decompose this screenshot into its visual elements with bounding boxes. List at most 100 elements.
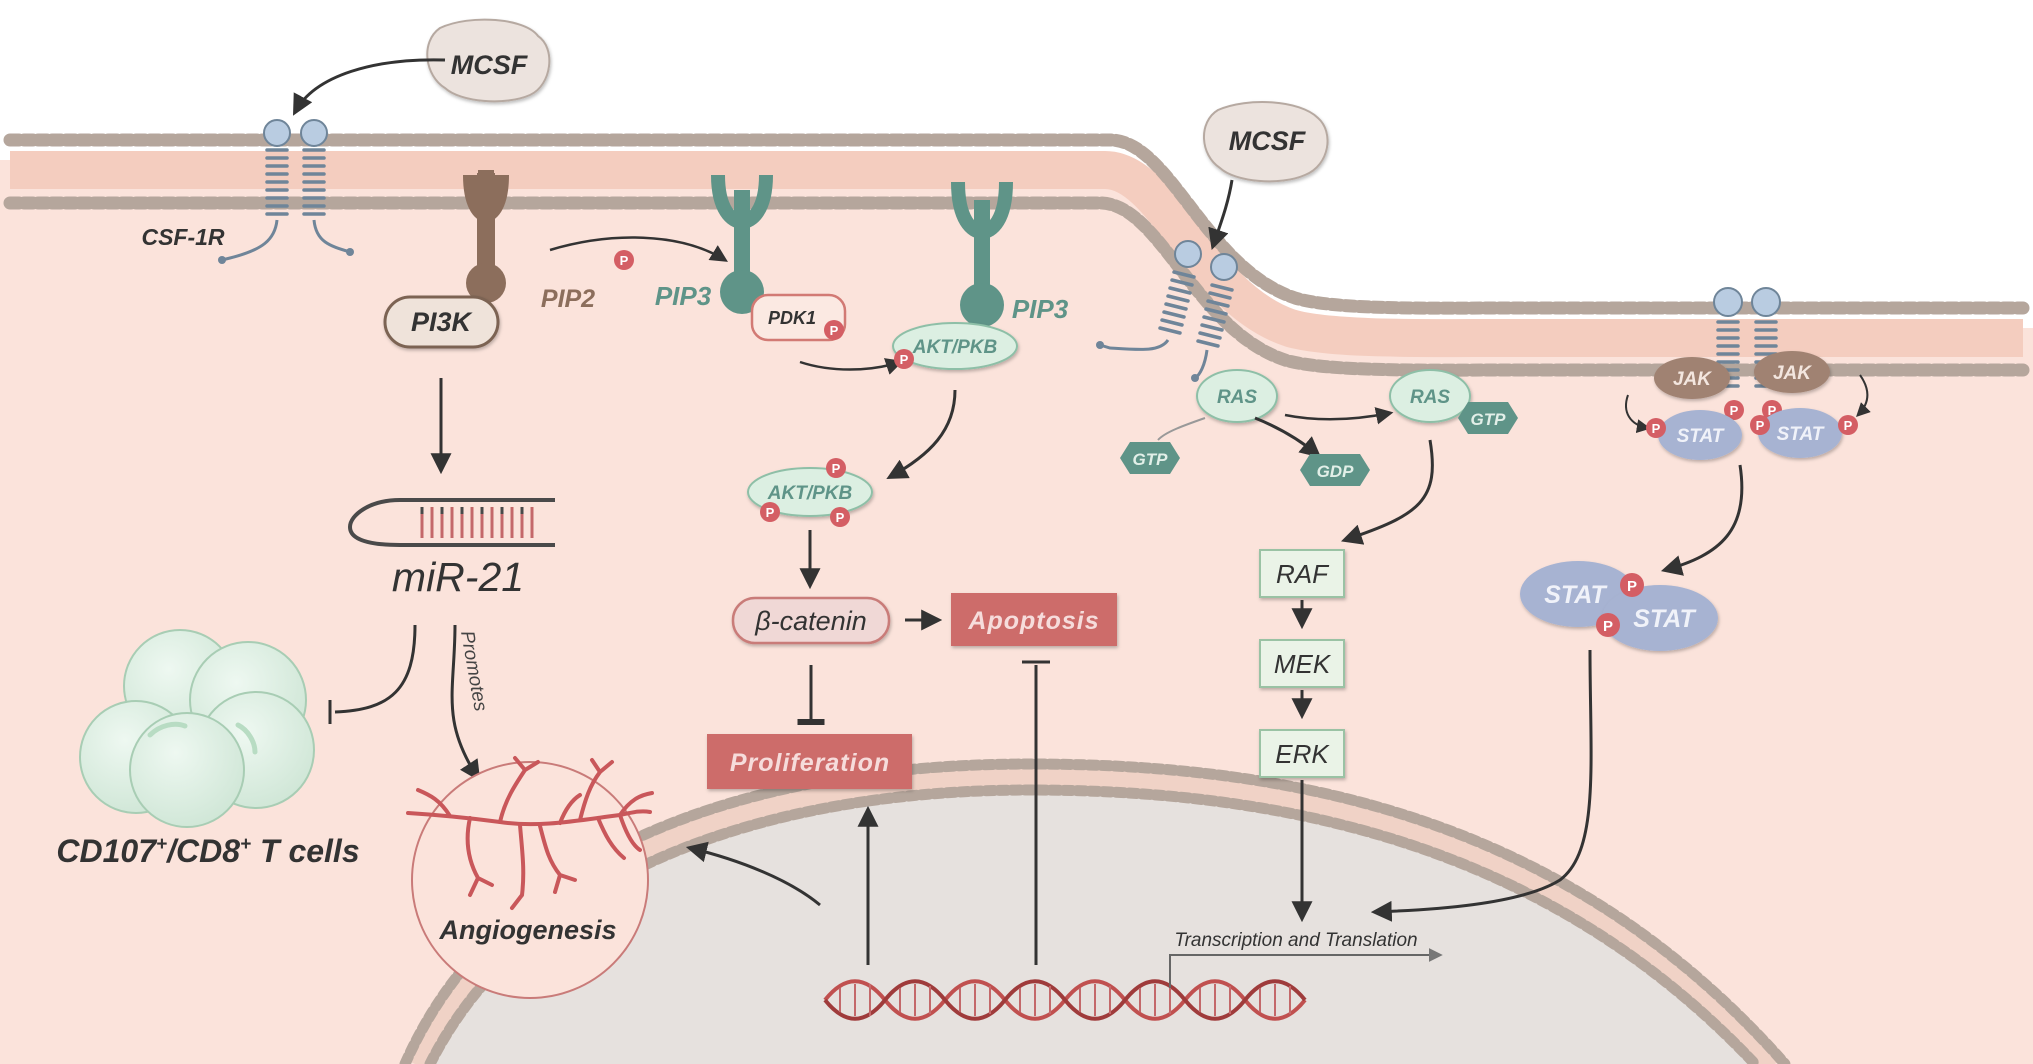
mir21-label: miR-21 (392, 554, 524, 600)
akt-cyto-phospho-2-label: P (766, 505, 775, 520)
t-cells-label-part2: /CD8 (165, 833, 240, 869)
pi3k-label: PI3K (411, 307, 474, 337)
csf1r-receptor-right (1096, 240, 1238, 382)
ras-to-ras-arrow (1284, 407, 1394, 425)
gtp-2-label: GTP (1471, 410, 1507, 429)
stat-node-2 (1758, 408, 1842, 458)
jak-node-2 (1754, 351, 1830, 393)
csf1r-label: CSF-1R (141, 224, 224, 250)
akt-cyto-phospho-1-label: P (832, 461, 841, 476)
phospho-on-arrow-label: P (620, 253, 629, 268)
akt-membrane-phospho (894, 349, 914, 369)
proliferation-box (707, 734, 912, 789)
t-cells-label-part1: CD107 (56, 833, 158, 869)
ras-node-1 (1196, 369, 1278, 423)
jak-receptor-phospho-1 (1724, 400, 1744, 420)
akt-cyto-phospho-3-label: P (836, 510, 845, 525)
stat-dimer-2 (1602, 585, 1718, 651)
pdk1-node (750, 293, 847, 342)
apoptosis-box (951, 593, 1117, 646)
pdk1-to-akt-arrow (799, 358, 904, 375)
akt-to-akt-arrow (886, 389, 957, 480)
raf-box (1259, 549, 1345, 598)
stat-1-label: STAT (1677, 426, 1725, 447)
pip3-receptor-right (951, 181, 1013, 327)
stat-dimer-phospho-1-label: P (1627, 578, 1637, 595)
transcription-arrow (1169, 948, 1443, 988)
ras-gtp-link (1157, 417, 1206, 441)
t-cells-label-sup2: + (240, 834, 251, 855)
gdp-label: GDP (1317, 462, 1355, 481)
akt-cyto-node (747, 467, 873, 517)
ras-node-2 (1389, 369, 1471, 423)
akt-membrane-node (892, 322, 1018, 370)
jak-stat-receptor (1713, 287, 1781, 388)
stat-2-phospho-right-label: P (1844, 418, 1853, 433)
mcsf-binding-arrow-right (1208, 179, 1234, 250)
akt-membrane-phospho-label: P (900, 352, 909, 367)
mcsf-ligand-right (1203, 101, 1329, 183)
jak-to-stat-arrow-1 (1625, 394, 1651, 434)
t-cells-cluster (79, 629, 315, 828)
stat-dimer-1-label: STAT (1544, 581, 1608, 609)
stat-2-label: STAT (1777, 424, 1825, 445)
raf-label: RAF (1276, 559, 1330, 589)
csf1r-receptor (218, 119, 354, 264)
pi3k-node (383, 295, 500, 349)
t-cells-label: CD107+/CD8+ T cells (56, 833, 359, 869)
ras-to-gdp-arrow (1254, 416, 1322, 458)
pdk1-label: PDK1 (768, 308, 816, 328)
phospho-on-arrow (614, 250, 634, 270)
mcsf-left-label: MCSF (451, 50, 529, 80)
jak-receptor-phospho-2-label: P (1768, 403, 1777, 418)
gtp-1-label: GTP (1133, 450, 1169, 469)
mcsf-ligand-left (426, 18, 551, 103)
mir21-hairpin (347, 498, 555, 547)
erk-box (1259, 729, 1345, 778)
ras-1-label: RAS (1217, 387, 1257, 408)
stat-2-phospho-left (1750, 415, 1770, 435)
pdk1-phospho (824, 320, 844, 340)
angiogenesis-circle (406, 756, 654, 999)
ras-to-raf-arrow (1341, 439, 1434, 545)
dna-helix (823, 979, 1307, 1021)
nucleus-to-angiogenesis-arrow (685, 841, 821, 907)
pdk1-phospho-label: P (830, 323, 839, 338)
mcsf-binding-arrow-left (292, 58, 446, 116)
stat-to-nucleus-arrow (1370, 649, 1593, 922)
beta-catenin-label: β-catenin (754, 606, 866, 636)
erk-label: ERK (1275, 739, 1330, 769)
gtp-hexagon-1 (1120, 442, 1180, 474)
stat-2-phospho-left-label: P (1756, 418, 1765, 433)
gdp-hexagon (1300, 454, 1370, 486)
angiogenesis-label: Angiogenesis (438, 915, 616, 945)
stat-to-dimer-arrow (1660, 464, 1744, 576)
akt-cyto-phospho-3 (830, 507, 850, 527)
gtp-hexagon-2 (1458, 402, 1518, 434)
transcription-label: Transcription and Translation (1174, 930, 1417, 951)
pip2-receptor (463, 170, 509, 303)
pip2-label: PIP2 (541, 285, 595, 313)
jak-node-1 (1654, 357, 1730, 399)
jak-2-label: JAK (1773, 363, 1812, 384)
stat-2-phospho-right (1838, 415, 1858, 435)
akt-membrane-label: AKT/PKB (912, 337, 998, 358)
pip3-left-label: PIP3 (655, 281, 712, 311)
stat-dimer-phospho-2-label: P (1603, 618, 1613, 635)
beta-catenin-node (731, 596, 891, 645)
akt-cyto-label: AKT/PKB (767, 483, 853, 504)
jak-1-label: JAK (1673, 369, 1712, 390)
pip3-right-label: PIP3 (1012, 294, 1069, 324)
mir21-promotes-angiogenesis (450, 624, 481, 782)
stat-dimer-phospho-1 (1620, 573, 1644, 597)
mek-label: MEK (1274, 649, 1332, 679)
akt-cyto-phospho-2 (760, 502, 780, 522)
apoptosis-label: Apoptosis (967, 607, 1099, 635)
stat-1-phospho-label: P (1652, 421, 1661, 436)
jak-to-stat-arrow-2 (1856, 374, 1871, 417)
stat-dimer-phospho-2 (1596, 613, 1620, 637)
mcsf-right-label: MCSF (1229, 126, 1307, 156)
mir21-inhibits-tcells (334, 624, 417, 714)
akt-cyto-phospho-1 (826, 458, 846, 478)
